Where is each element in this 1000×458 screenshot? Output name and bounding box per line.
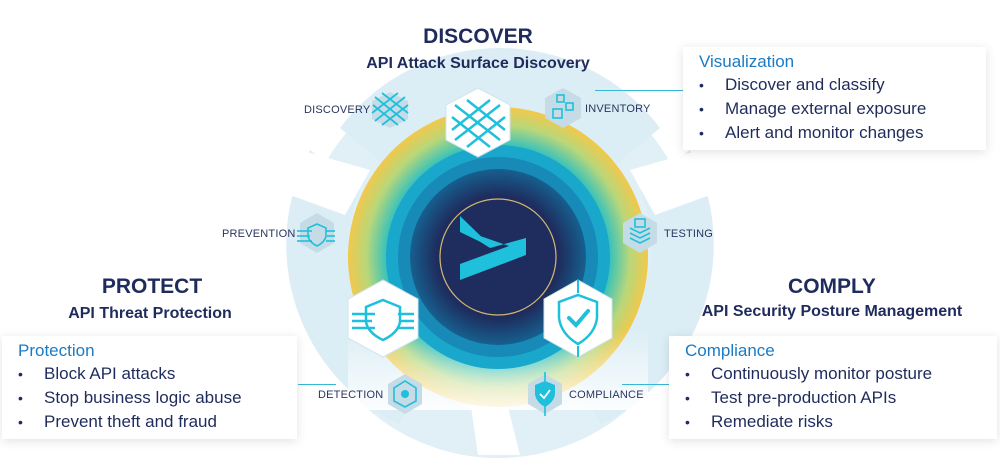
layers-icon [623,213,657,253]
protect-title: PROTECT [101,275,203,298]
card-list: •Discover and classify •Manage external … [699,73,974,145]
connector-visualization [595,90,685,91]
comply-title: COMPLY [788,275,876,298]
label-testing: TESTING [664,228,714,240]
list-item: •Stop business logic abuse [18,388,242,407]
card-list: •Block API attacks •Stop business logic … [18,362,285,434]
card-title: Visualization [699,52,795,71]
play-logo-icon [460,216,526,280]
list-item: •Discover and classify [699,75,885,94]
card-title: Protection [18,341,95,360]
shield-speed-icon [347,279,419,358]
list-item: •Block API attacks [18,364,176,383]
shield-check-icon [543,279,613,358]
compliance-card: Compliance •Continuously monitor posture… [669,336,997,439]
discover-title: DISCOVER [423,25,533,48]
list-item: •Continuously monitor posture [685,364,933,383]
grid-mesh-icon [445,87,511,158]
list-item: •Prevent theft and fraud [18,412,217,431]
label-inventory: INVENTORY [585,103,651,115]
connector-protection [298,384,336,385]
comply-subtitle: API Security Posture Management [701,303,963,320]
label-discovery: DISCOVERY [304,104,371,116]
discovery-hex [371,92,409,128]
network-node-icon [388,374,422,414]
list-item: •Alert and monitor changes [699,123,924,142]
card-title: Compliance [685,341,775,360]
card-list: •Continuously monitor posture •Test pre-… [685,362,985,434]
compliance-hex [528,372,562,416]
prevention-hex [297,213,335,253]
label-prevention: PREVENTION [222,228,296,240]
label-detection: DETECTION [318,389,384,401]
protection-card: Protection •Block API attacks •Stop busi… [2,336,297,439]
cubes-icon [545,88,581,128]
connector-compliance [622,384,670,385]
label-compliance: COMPLIANCE [569,389,644,401]
visualization-card: Visualization •Discover and classify •Ma… [683,47,986,150]
list-item: •Manage external exposure [699,99,927,118]
list-item: •Remediate risks [685,412,833,431]
protect-subtitle: API Threat Protection [68,305,232,322]
discover-subtitle: API Attack Surface Discovery [366,55,590,72]
list-item: •Test pre-production APIs [685,388,897,407]
